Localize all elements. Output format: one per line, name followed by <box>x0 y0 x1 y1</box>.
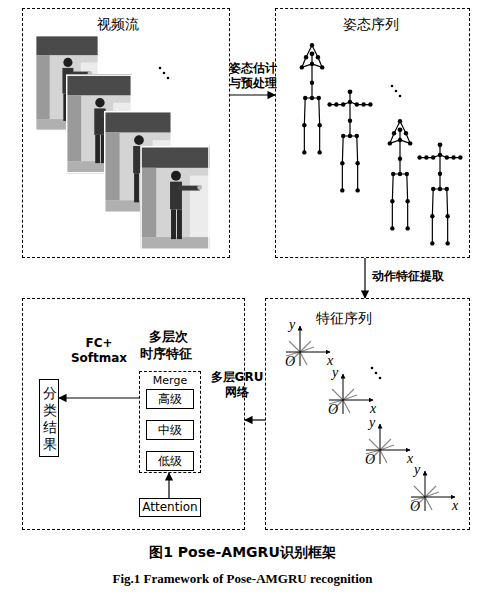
attention-box: Attention <box>139 498 201 517</box>
flow-arrow <box>230 94 275 95</box>
axis-label: O <box>410 500 420 514</box>
axis-label: x <box>407 452 413 466</box>
flow-arrow <box>245 419 265 420</box>
ellipsis-dot <box>167 77 170 80</box>
edge-label: 动作特征提取 <box>372 269 462 284</box>
edge-label: 姿态估计 与预处理 <box>223 61 283 91</box>
group-heading: 多层次时序特征 <box>140 328 200 362</box>
merge-label: Merge <box>140 374 200 387</box>
axis-label: O <box>285 355 295 369</box>
box-label: 中级 <box>147 421 193 439</box>
edge-label: FC+ Softmax <box>69 336 129 366</box>
ellipsis-dot <box>371 367 374 370</box>
level-box: 低级 <box>146 451 194 471</box>
ellipsis-dot <box>163 72 166 75</box>
axis-label: y <box>289 318 295 332</box>
ellipsis-dot <box>395 90 398 93</box>
ellipsis-dot <box>391 85 394 88</box>
ellipsis-dot <box>399 95 402 98</box>
video-frame <box>140 146 209 250</box>
axis-label: y <box>332 366 338 380</box>
box-title: 视频流 <box>78 15 158 33</box>
ellipsis-dots <box>159 67 402 380</box>
classifier-group: 分类结果 多层次时序特征 Merge 高级中级低级 Attention <box>22 298 245 530</box>
result-box: 分类结果 <box>39 379 59 457</box>
ellipsis-dot <box>159 67 162 70</box>
level-box: 中级 <box>146 420 194 440</box>
ellipsis-dot <box>375 372 378 375</box>
pose-skeleton <box>327 89 372 192</box>
flow-arrow <box>364 258 365 298</box>
axis-label: O <box>365 453 375 467</box>
pose-skeleton <box>300 43 325 155</box>
feature-merge-box: 多层次时序特征Merge高级中级低级 <box>139 371 201 473</box>
axis-label: x <box>452 499 458 513</box>
figure-caption: 图1 Pose-AMGRU识别框架 <box>0 545 485 559</box>
feature-sequence-box: 特征序列 <box>265 298 470 530</box>
box-label: 高级 <box>147 390 193 408</box>
pose-sequence-box: 姿态序列 <box>275 8 470 258</box>
axis-label: x <box>370 402 376 416</box>
edge-label: 多层GRU 网络 <box>207 370 267 400</box>
axis-label: O <box>328 403 338 417</box>
level-box: 高级 <box>146 389 194 409</box>
flow-arrow <box>59 397 139 398</box>
axis-label: y <box>414 463 420 477</box>
pose-skeleton <box>417 142 462 245</box>
ellipsis-dot <box>379 377 382 380</box>
box-title: 姿态序列 <box>331 15 411 33</box>
axis-label: y <box>369 416 375 430</box>
box-title: 特征序列 <box>304 309 384 327</box>
video-stream-box: 视频流 <box>22 8 230 258</box>
flow-arrow <box>168 473 169 498</box>
box-label: Attention <box>140 499 200 516</box>
caption-english: Fig.1 Framework of Pose-AMGRU recognitio… <box>0 572 485 585</box>
box-label: 低级 <box>147 452 193 470</box>
box-label: 分类结果 <box>42 385 57 453</box>
pose-skeleton <box>388 119 413 231</box>
